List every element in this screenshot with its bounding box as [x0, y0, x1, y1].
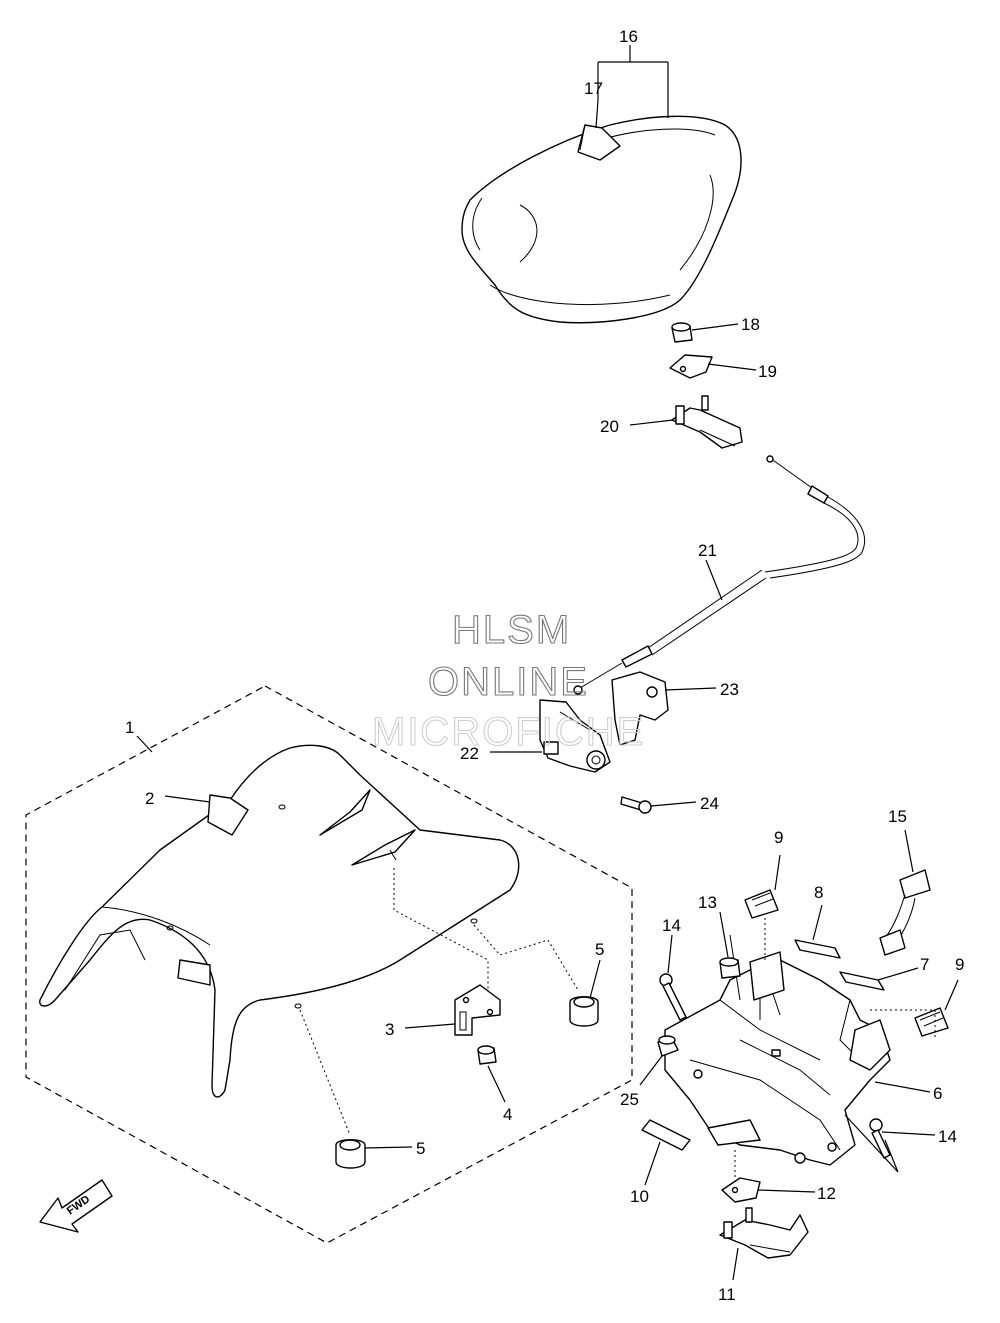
seat-frame-bracket [664, 934, 891, 1166]
callout-10: 10 [630, 1187, 649, 1206]
alignment-line-3 [393, 868, 489, 1000]
callout-3: 3 [385, 1020, 394, 1039]
leader-15 [904, 829, 914, 873]
callout-15: 15 [888, 807, 907, 826]
leader-7 [877, 967, 919, 981]
leader-18 [629, 419, 674, 426]
callout-12: 12 [817, 1184, 836, 1203]
rider-seat-assembly [461, 115, 742, 324]
callout-21: 21 [698, 541, 717, 560]
alignment-line-5a [473, 924, 579, 991]
leader-6 [874, 1081, 931, 1093]
collar-13 [719, 957, 741, 979]
seat-damper-lower [335, 1139, 366, 1169]
callout-14a: 14 [662, 916, 681, 935]
callout-18: 20 [600, 417, 619, 436]
leader-20 [691, 323, 739, 331]
leader-21 [705, 559, 723, 601]
watermark-line-3: MICROFICHE [372, 710, 645, 754]
strip-7 [839, 971, 885, 991]
lock-bolt [620, 796, 652, 814]
callout-6: 6 [933, 1084, 942, 1103]
seat-assembly-boundary [25, 685, 633, 1244]
callout-1: 1 [125, 718, 134, 737]
bracket-nut [477, 1045, 497, 1065]
leader-16-17 [595, 45, 669, 129]
callout-9a: 9 [774, 828, 783, 847]
callout-14b: 14 [938, 1127, 957, 1146]
leader-24 [650, 801, 697, 807]
seat-hook-bracket [671, 395, 743, 449]
clip-25 [657, 1035, 679, 1057]
seat-cover-label [207, 794, 249, 836]
leader-9a [774, 854, 781, 891]
passenger-seat [39, 744, 520, 1098]
callout-5a: 5 [595, 940, 604, 959]
leader-23 [664, 687, 717, 691]
leader-14a [667, 934, 673, 974]
leader-10 [644, 1141, 661, 1186]
callout-19: 19 [758, 362, 777, 381]
leader-12 [757, 1189, 816, 1193]
alignment-line-5b [299, 1009, 351, 1136]
leader-8 [812, 904, 823, 941]
collar-nut [671, 322, 693, 343]
seat-strap [879, 869, 931, 956]
bolt-14b [869, 1118, 891, 1159]
seat-cover-tab [577, 124, 621, 161]
bolt-14a [659, 973, 687, 1021]
hook-plate [721, 1177, 761, 1203]
callout-16: 16 [619, 27, 638, 46]
rubber-block-9b [914, 1007, 949, 1037]
callout-9b: 9 [955, 955, 964, 974]
rubber-block-9a [744, 889, 779, 919]
seat-plate [669, 354, 713, 379]
leader-9b [944, 979, 959, 1011]
alignment-line-9b [870, 1009, 936, 1040]
strip-10 [641, 1119, 691, 1151]
seat-lock-hook [719, 1207, 809, 1259]
leader-11 [732, 1247, 739, 1281]
callout-13: 13 [698, 893, 717, 912]
seat-bracket [454, 984, 501, 1036]
callout-20: 18 [741, 315, 760, 334]
leader-5b [364, 1146, 413, 1149]
callout-4: 4 [503, 1105, 512, 1124]
leader-2 [164, 795, 211, 803]
seat-lock-assembly [539, 699, 611, 773]
forward-direction-arrow: FWD [39, 1179, 113, 1233]
seat-lock-cable [573, 455, 866, 695]
leader-1 [136, 735, 153, 753]
leader-14b [844, 1114, 936, 1173]
seat-damper-upper [569, 996, 599, 1027]
leader-3 [404, 1023, 456, 1029]
callout-17: 17 [584, 79, 603, 98]
leader-4 [487, 1065, 506, 1103]
callout-24: 24 [700, 794, 719, 813]
leader-5a [589, 959, 601, 999]
callout-25: 25 [620, 1090, 639, 1109]
leader-13 [719, 911, 729, 958]
callout-23: 23 [720, 680, 739, 699]
leader-19 [707, 363, 757, 371]
callout-7: 7 [920, 955, 929, 974]
callout-2: 2 [145, 789, 154, 808]
leader-25 [639, 1055, 663, 1086]
watermark-line-2: ONLINE [428, 660, 589, 704]
seat-lock-bracket [611, 671, 669, 746]
callout-11: 11 [718, 1285, 736, 1304]
callout-22: 22 [460, 744, 479, 763]
callout-8: 8 [814, 883, 823, 902]
watermark-line-1: HLSM [452, 608, 571, 652]
strip-8 [794, 939, 841, 959]
callout-5b: 5 [416, 1139, 425, 1158]
